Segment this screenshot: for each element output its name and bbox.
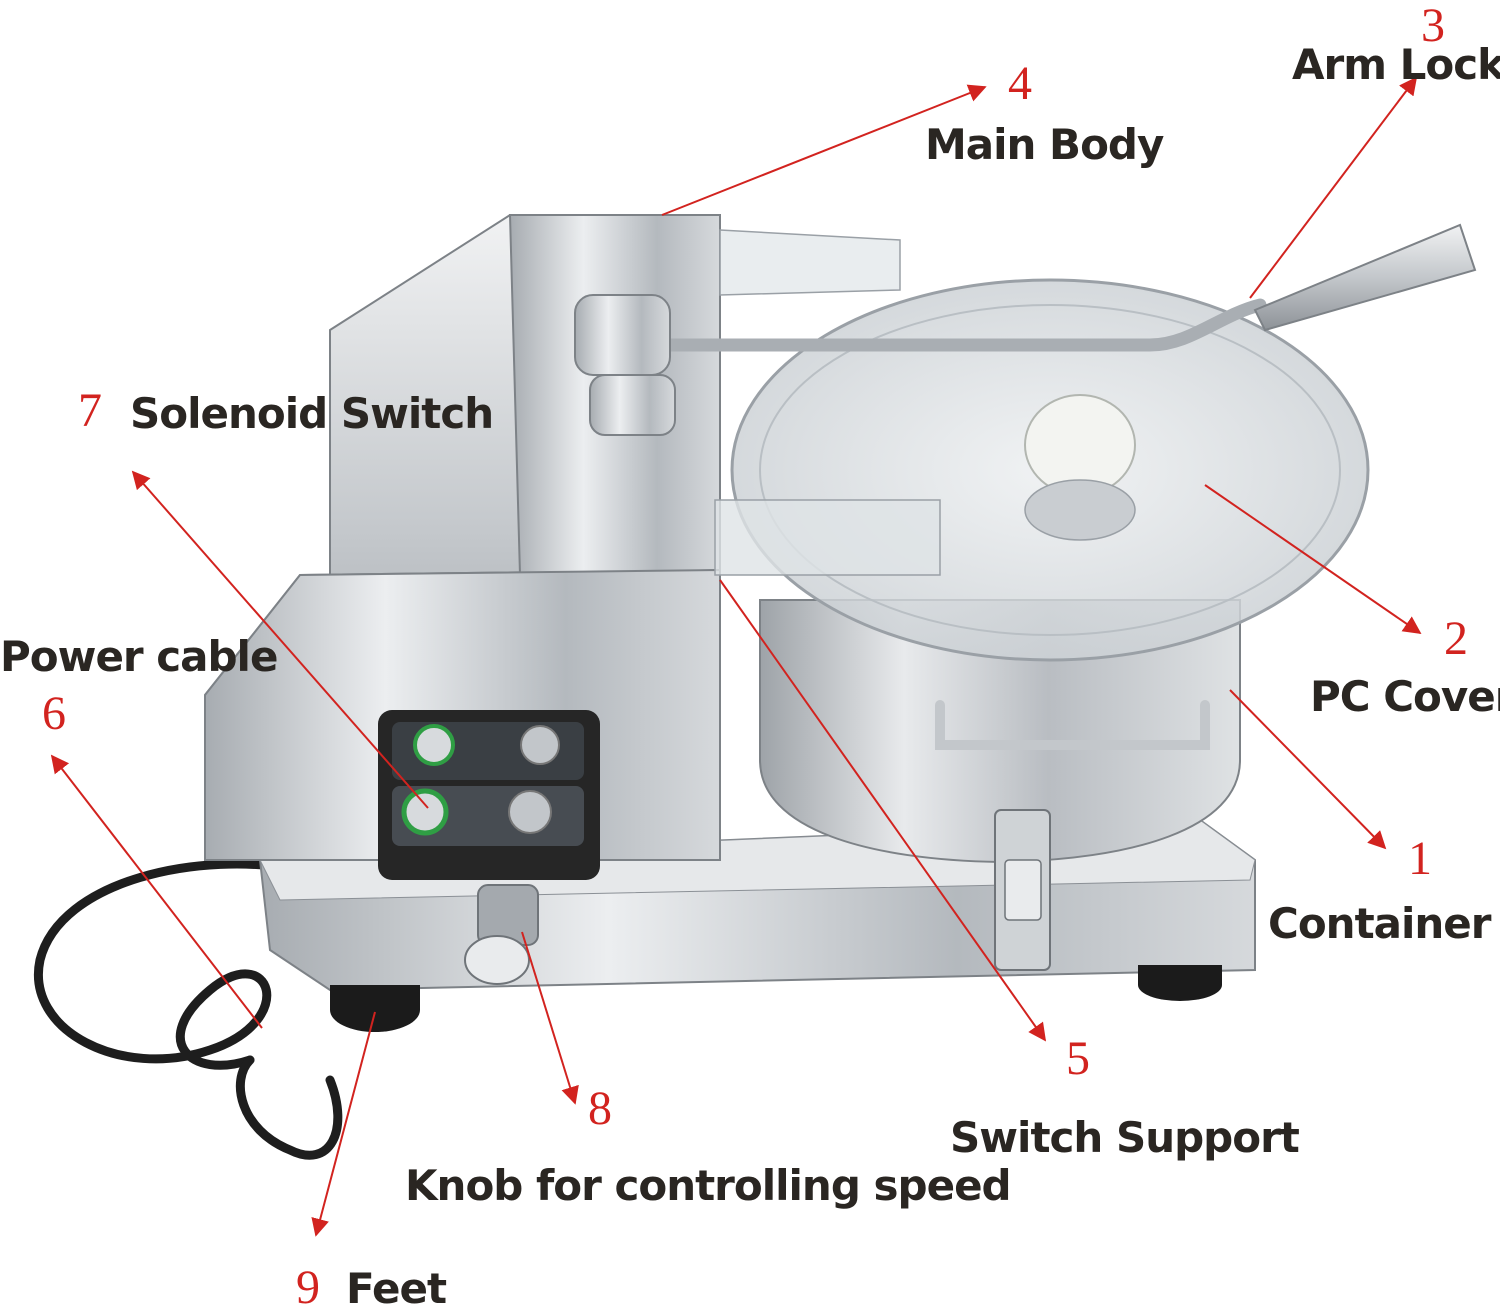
arrow-9 <box>311 1011 376 1237</box>
callout-label-container: Container <box>1268 899 1491 948</box>
callout-number-4: 4 <box>1008 57 1032 110</box>
arrow-5 <box>719 579 1047 1042</box>
arrow-6 <box>50 754 263 1029</box>
callout-number-9: 9 <box>296 1261 320 1314</box>
arrow-7 <box>131 470 429 809</box>
callout-number-1: 1 <box>1408 832 1432 885</box>
arrow-2 <box>1204 484 1422 635</box>
arrow-3 <box>1249 76 1418 299</box>
pc-cover-drawing <box>714 229 1370 662</box>
callout-label-solenoid-switch: Solenoid Switch <box>130 389 494 438</box>
callout-label-switch-support: Switch Support <box>950 1113 1300 1162</box>
control-panel-drawing <box>378 710 600 880</box>
callout-number-7: 7 <box>78 384 102 437</box>
arrow-1 <box>1229 689 1387 850</box>
callout-label-pc-cover: PC Cover <box>1310 672 1500 721</box>
callout-label-arm-lock: Arm Lock <box>1292 40 1500 89</box>
callout-label-knob: Knob for controlling speed <box>405 1161 1012 1210</box>
callout-number-8: 8 <box>588 1082 612 1135</box>
speed-knob-drawing <box>464 884 539 985</box>
callout-label-feet: Feet <box>346 1264 447 1313</box>
latch-drawing <box>994 809 1051 971</box>
arm-lock-drawing <box>574 223 1477 436</box>
callout-number-6: 6 <box>42 687 66 740</box>
callout-label-main-body: Main Body <box>925 120 1164 169</box>
callout-arrows <box>50 76 1422 1237</box>
callout-number-5: 5 <box>1066 1032 1090 1085</box>
callout-number-2: 2 <box>1444 612 1468 665</box>
callout-label-power-cable: Power cable <box>0 632 278 681</box>
arrow-8 <box>521 931 579 1105</box>
arrow-4 <box>661 84 987 216</box>
power-cable-drawing <box>33 859 343 1160</box>
callout-number-3: 3 <box>1421 0 1445 52</box>
feet-drawing <box>330 965 1222 1032</box>
